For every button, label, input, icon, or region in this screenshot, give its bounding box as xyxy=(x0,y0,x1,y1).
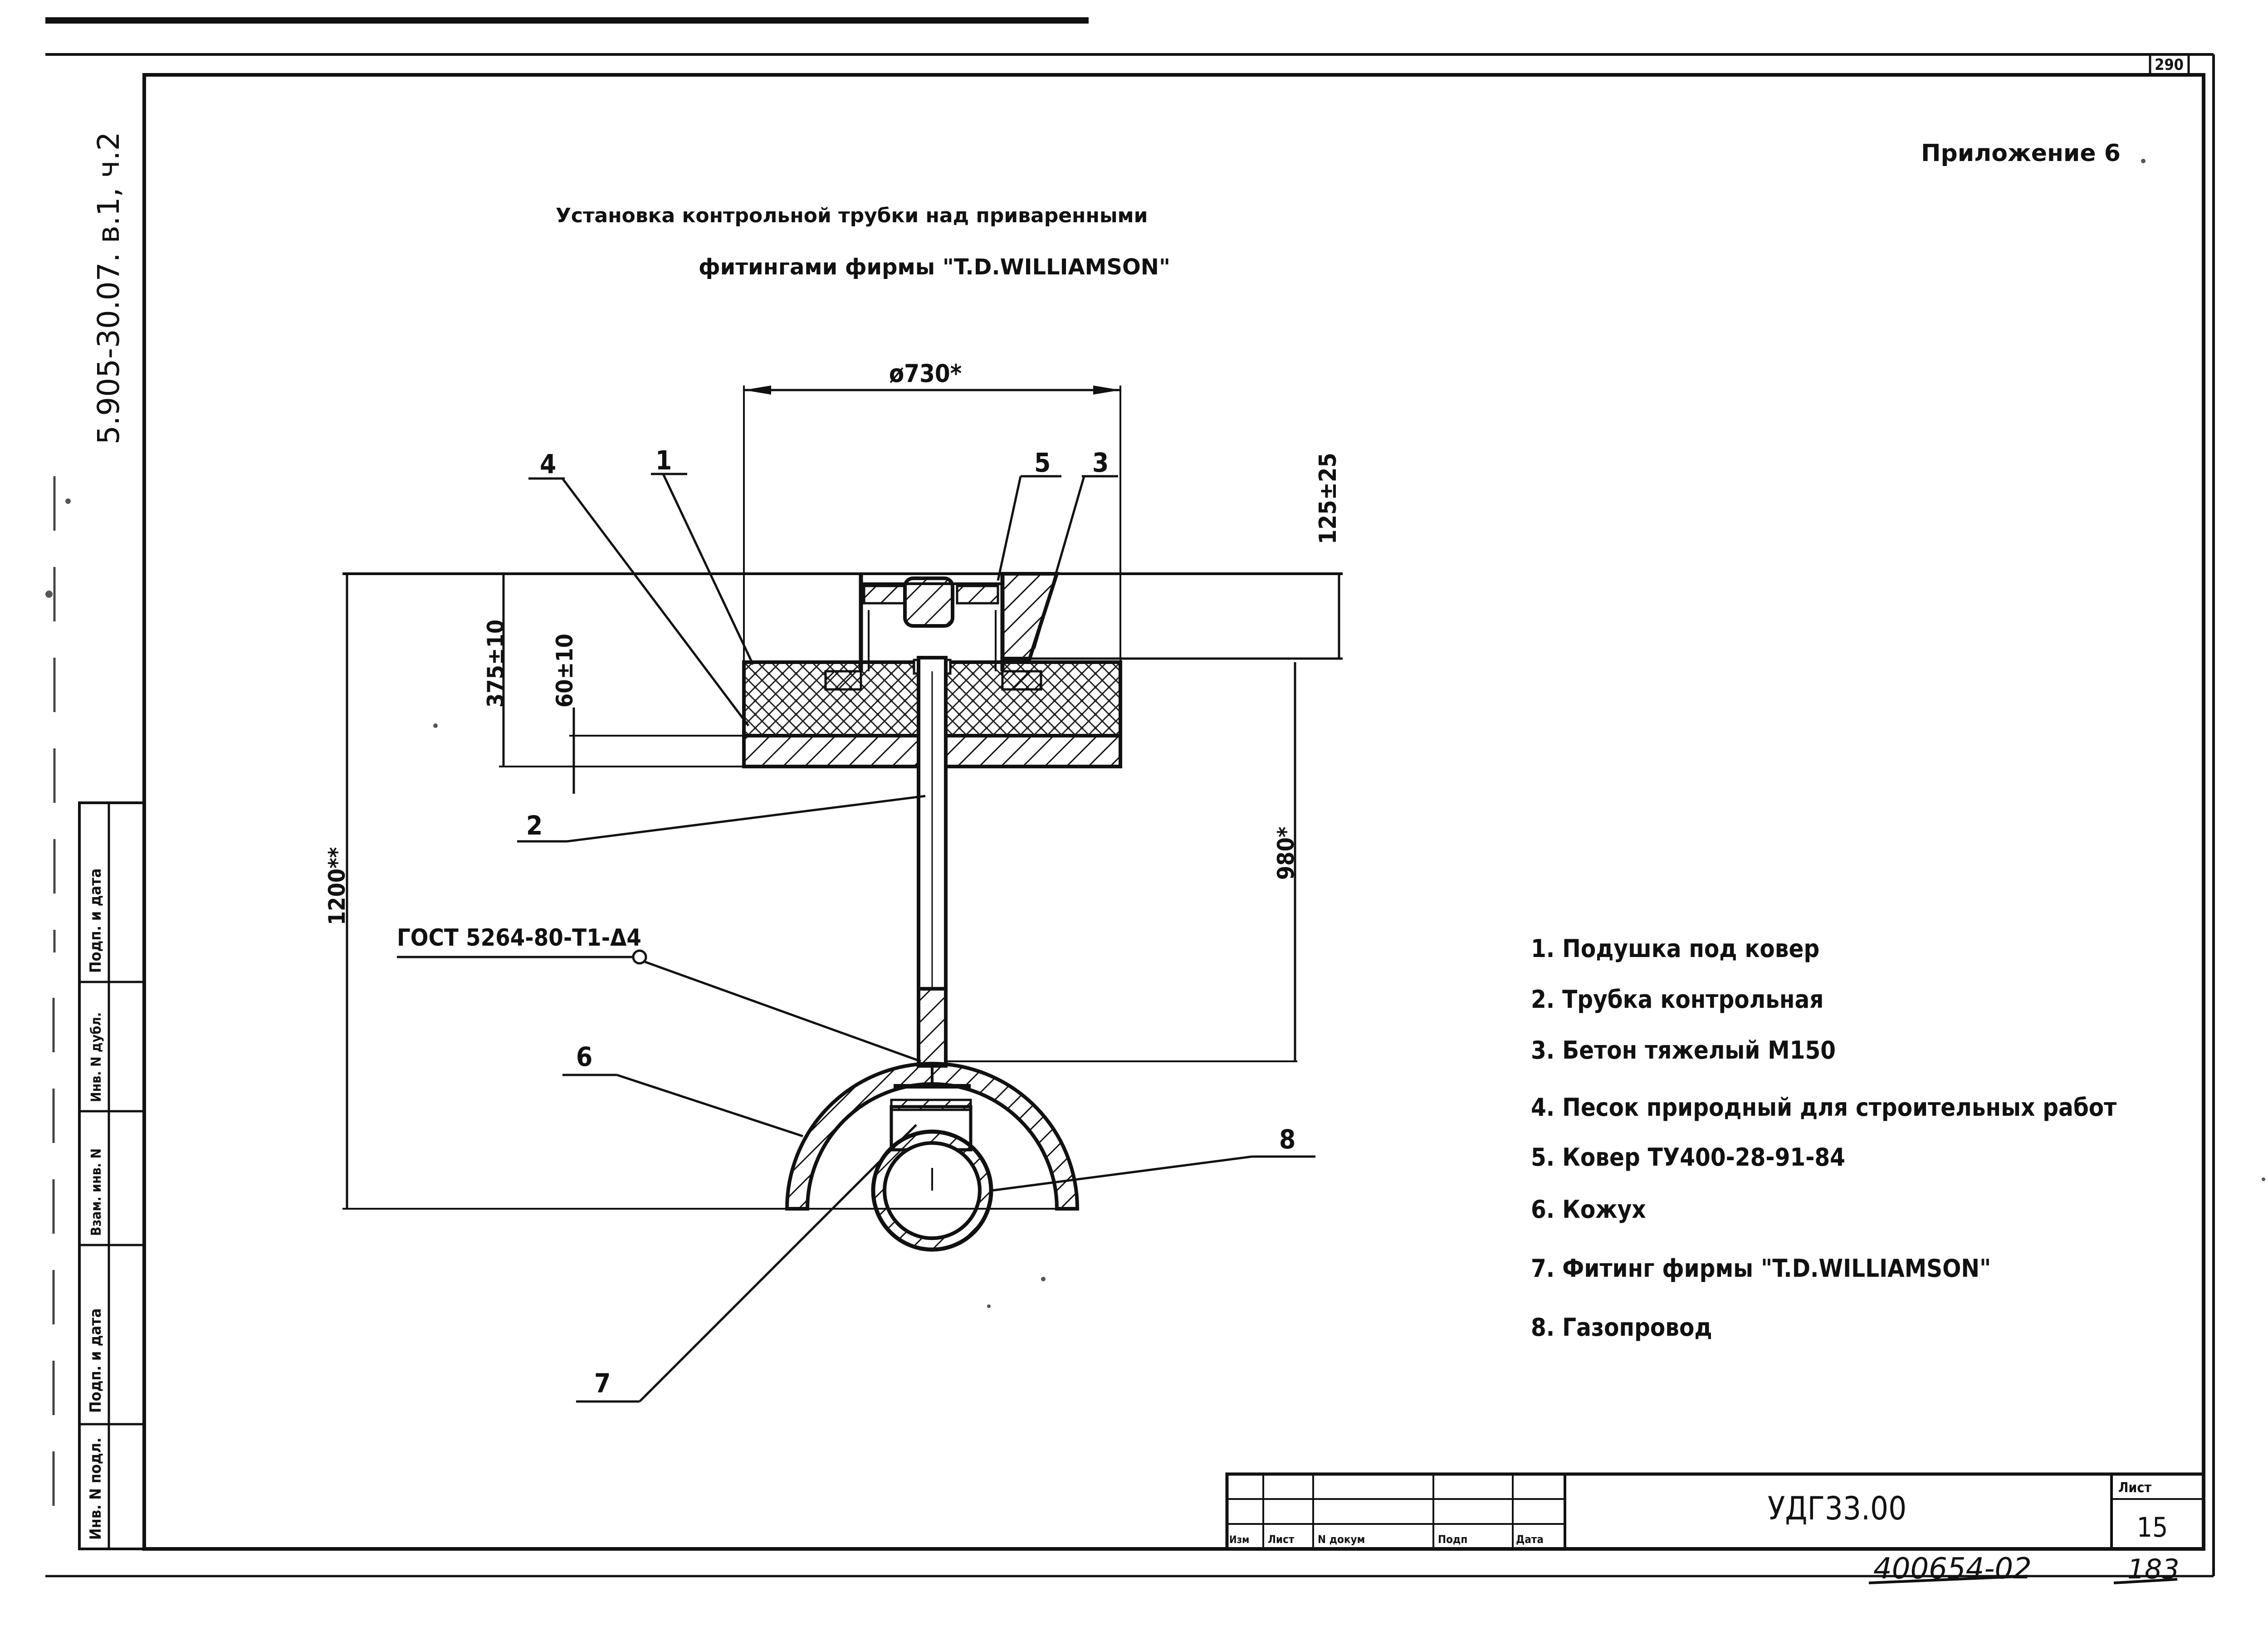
callout-8: 8 xyxy=(1279,1124,1295,1155)
callout-2: 2 xyxy=(526,810,543,841)
appendix-label: Приложение 6 xyxy=(1921,140,2121,167)
legend-item-4: 4. Песок природный для строительных рабо… xyxy=(1531,1093,2116,1122)
dim-pad-depth: 375±10 xyxy=(483,620,509,708)
tb-header-data: Дата xyxy=(1516,1533,1544,1546)
concrete-wedge xyxy=(1001,572,1060,660)
callout-3: 3 xyxy=(1092,447,1109,478)
casing xyxy=(785,1062,1080,1211)
legend: 1. Подушка под ковер 2. Трубка контрольн… xyxy=(1531,934,2116,1342)
legend-item-3: 3. Бетон тяжелый М150 xyxy=(1531,1036,1836,1065)
strip-inv-dubl: Инв. N дубл. xyxy=(88,1012,104,1102)
legend-item-2: 2. Трубка контрольная xyxy=(1531,985,1823,1014)
sheet-corner: 290 xyxy=(2155,56,2184,74)
callout-7: 7 xyxy=(594,1368,611,1399)
tb-header-ndokum: N докум xyxy=(1318,1533,1365,1546)
sheet-number: 15 xyxy=(2137,1512,2168,1543)
legend-item-7: 7. Фитинг фирмы "T.D.WILLIAMSON" xyxy=(1531,1254,1991,1283)
callouts: 1 4 5 3 2 6 8 7 xyxy=(517,445,1315,1403)
title-line-1: Установка контрольной трубки над приваре… xyxy=(556,204,1148,227)
scan-specks xyxy=(45,159,2265,1308)
left-strip xyxy=(78,801,146,1550)
inner-frame xyxy=(142,73,2205,1551)
callout-1: 1 xyxy=(655,445,672,476)
legend-item-5: 5. Ковер ТУ400-28-91-84 xyxy=(1531,1143,1845,1172)
strip-vzam: Взам. инв. N xyxy=(88,1148,104,1236)
sheet-label: Лист xyxy=(2118,1480,2151,1496)
dim-sand-depth: 60±10 xyxy=(552,634,578,708)
callout-6: 6 xyxy=(576,1041,592,1072)
dim-diameter: ø730* xyxy=(889,359,962,388)
dim-cover-top: 125±25 xyxy=(1315,453,1342,544)
sheet-corner-box xyxy=(2149,53,2190,76)
legend-item-1: 1. Подушка под ковер xyxy=(1531,934,1819,963)
drawing-main xyxy=(342,572,1343,1252)
strip-podp-data-1: Подп. и дата xyxy=(87,1309,105,1413)
strip-podp-data-2: Подп. и дата xyxy=(87,869,105,973)
tb-header-podp: Подп xyxy=(1438,1533,1467,1546)
callout-4: 4 xyxy=(540,449,556,479)
strip-inv-podl: Инв. N подл. xyxy=(87,1438,105,1540)
legend-item-8: 8. Газопровод xyxy=(1531,1313,1712,1342)
dim-tube-length: 980* xyxy=(1273,827,1299,880)
callout-5: 5 xyxy=(1034,447,1051,478)
legend-item-6: 6. Кожух xyxy=(1531,1195,1646,1224)
tb-header-izm: Изм xyxy=(1229,1534,1249,1546)
weld-spec: ГОСТ 5264-80-Т1-Δ4 xyxy=(397,924,641,952)
title-block: Изм Лист N докум Подп Дата УДГ33.00 Лист… xyxy=(1225,1472,2205,1551)
title-line-2: фитингами фирмы "T.D.WILLIAMSON" xyxy=(699,254,1170,280)
tb-header-list: Лист xyxy=(1268,1533,1295,1546)
dimension-lines: ø730* 125±25 375±10 60±10 1200** 980* ГО… xyxy=(324,359,1342,1210)
dim-total-depth: 1200** xyxy=(324,847,350,925)
series-code: 5.905-30.07. в.1, ч.2 xyxy=(91,132,126,444)
document-code: УДГ33.00 xyxy=(1768,1490,1906,1527)
